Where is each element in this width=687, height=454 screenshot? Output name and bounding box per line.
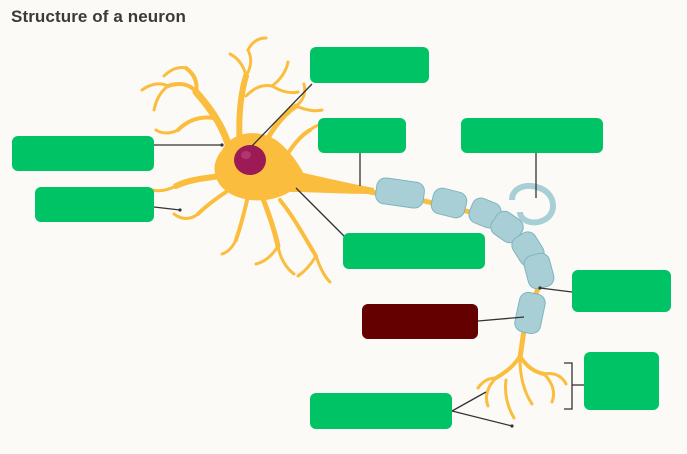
label-axon-hillock[interactable] — [318, 118, 406, 153]
label-nucleus[interactable] — [310, 47, 429, 83]
label-synaptic-terminals[interactable] — [310, 393, 452, 429]
label-soma[interactable] — [35, 187, 154, 222]
myelin-sheath — [375, 177, 555, 335]
axon-terminals — [476, 354, 568, 420]
label-axon-terminals[interactable] — [584, 352, 659, 410]
leader-lines — [153, 83, 584, 427]
schwann-cell — [509, 182, 556, 226]
nucleus — [234, 145, 266, 175]
label-schwann-cell[interactable] — [461, 118, 603, 153]
label-axon[interactable] — [343, 233, 485, 269]
label-myelin-sheath[interactable] — [362, 304, 478, 339]
diagram-title: Structure of a neuron — [11, 7, 186, 26]
label-dendrites[interactable] — [12, 136, 154, 171]
label-node-of-ranvier[interactable] — [572, 270, 671, 312]
axon-hillock — [290, 170, 374, 194]
